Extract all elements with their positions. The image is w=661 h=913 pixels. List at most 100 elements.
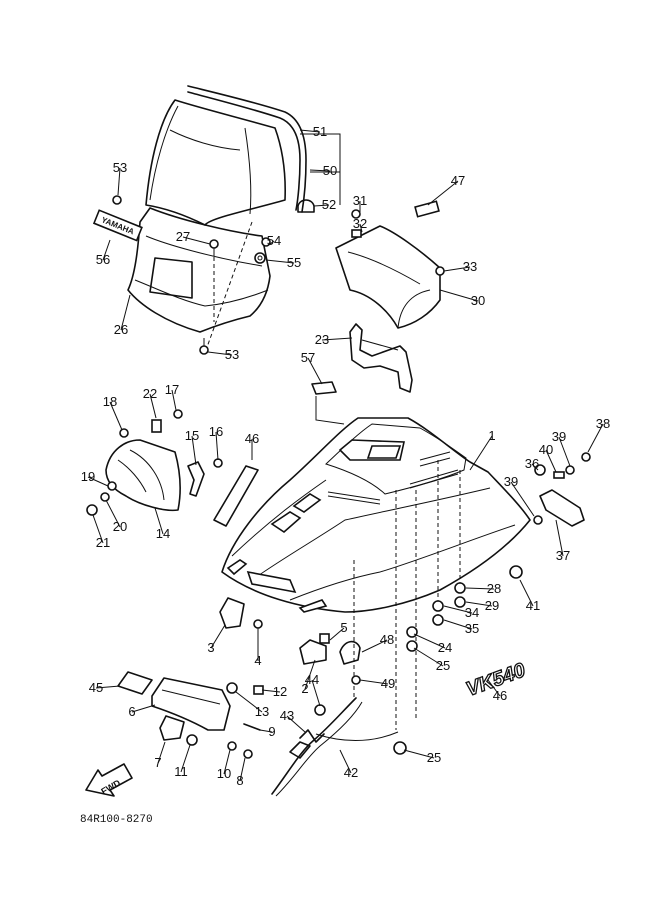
- leader-line-1: [469, 435, 493, 471]
- leader-lines: [87, 129, 604, 782]
- leader-line-41: [519, 579, 534, 607]
- callout-53: 53: [113, 160, 127, 175]
- callout-34: 34: [465, 605, 479, 620]
- leader-line-8: [239, 757, 246, 782]
- leader-line-25: [403, 749, 435, 759]
- callout-6: 6: [128, 704, 135, 719]
- leader-line-7: [157, 741, 166, 764]
- callout-24: 24: [438, 640, 452, 655]
- callout-9: 9: [268, 724, 275, 739]
- bracket-23: [349, 323, 413, 393]
- clip-22: [151, 419, 162, 433]
- grommet-34: [432, 600, 444, 612]
- leader-line-6: [131, 704, 156, 713]
- callout-22: 22: [143, 386, 157, 401]
- callout-28: 28: [487, 581, 501, 596]
- leader-line-3: [210, 624, 226, 649]
- leader-line-26: [120, 294, 131, 331]
- callout-46: 46: [493, 688, 507, 703]
- hook-48: [339, 640, 361, 665]
- leader-line-49: [359, 679, 389, 685]
- callout-50: 50: [323, 163, 337, 178]
- leader-line-9: [259, 729, 273, 733]
- leader-line-52: [313, 204, 330, 207]
- nut-32: [351, 229, 362, 238]
- grommet-25-lower: [393, 741, 407, 755]
- leader-line-53: [117, 167, 121, 196]
- screw-33: [435, 266, 445, 276]
- callout-16: 16: [209, 424, 223, 439]
- callout-27: 27: [176, 229, 190, 244]
- callout-13: 13: [255, 704, 269, 719]
- callout-30: 30: [471, 293, 485, 308]
- callout-12: 12: [273, 684, 287, 699]
- callout-51: 51: [313, 124, 327, 139]
- hood-louvres: [327, 451, 459, 505]
- diagram-code: 84R100-8270: [80, 814, 153, 826]
- leader-line-39: [558, 436, 571, 467]
- callout-7: 7: [154, 755, 161, 770]
- leader-line-17: [171, 389, 177, 411]
- clip-44: [314, 704, 326, 716]
- leader-line-55: [265, 259, 295, 264]
- part-40: [553, 471, 565, 479]
- callout-8: 8: [236, 773, 243, 788]
- callout-44: 44: [305, 672, 319, 687]
- callout-38: 38: [596, 416, 610, 431]
- callout-25: 25: [436, 658, 450, 673]
- leader-line-27: [182, 236, 211, 245]
- callout-41: 41: [526, 598, 540, 613]
- leader-line-2: [304, 659, 316, 690]
- bolt-8: [243, 749, 253, 759]
- grommet-28: [454, 582, 466, 594]
- leader-line-53: [207, 351, 233, 356]
- screw-38: [581, 452, 591, 462]
- bolt-17: [173, 409, 183, 419]
- bracket-15: [187, 461, 205, 497]
- leader-line-51: [299, 129, 321, 133]
- callout-39: 39: [504, 474, 518, 489]
- callout-14: 14: [156, 526, 170, 541]
- nut-12: [253, 685, 264, 695]
- grommet-29: [454, 596, 466, 608]
- spring-43: [299, 729, 325, 743]
- nut-54: [261, 237, 271, 247]
- leader-line-30: [439, 289, 479, 302]
- callout-49: 49: [381, 676, 395, 691]
- leader-line-18: [109, 401, 123, 431]
- side-decal-46: [213, 465, 259, 527]
- callout-15: 15: [185, 428, 199, 443]
- leader-line-38: [587, 423, 604, 453]
- leader-line-11: [180, 744, 191, 773]
- strip-45: [117, 671, 153, 695]
- washer-39-left: [533, 515, 543, 525]
- callout-46: 46: [245, 431, 259, 446]
- callout-52: 52: [322, 197, 336, 212]
- leader-line-28: [465, 587, 495, 590]
- callout-20: 20: [113, 519, 127, 534]
- bracket-57: [311, 381, 345, 425]
- leader-line-13: [235, 691, 263, 713]
- leader-line-39: [510, 481, 535, 517]
- leader-line-44: [311, 679, 321, 707]
- nut-5: [319, 633, 330, 644]
- nut-20: [100, 492, 110, 502]
- air-duct: [335, 225, 441, 329]
- fwd-arrow: FWD: [85, 763, 133, 797]
- callout-56: 56: [96, 252, 110, 267]
- callout-bracket-50-51: [300, 133, 341, 205]
- leader-line-14: [154, 507, 164, 535]
- leader-line-32: [359, 223, 363, 233]
- leader-line-43: [286, 715, 306, 733]
- leader-line-37: [555, 519, 564, 557]
- grommet-24: [406, 626, 418, 638]
- leader-line-29: [465, 601, 493, 607]
- leader-line-5: [329, 627, 345, 641]
- leader-line-56: [102, 239, 111, 261]
- callout-43: 43: [280, 708, 294, 723]
- windshield-trim: [187, 85, 307, 213]
- pin-9: [243, 723, 261, 731]
- leader-line-48: [361, 639, 388, 653]
